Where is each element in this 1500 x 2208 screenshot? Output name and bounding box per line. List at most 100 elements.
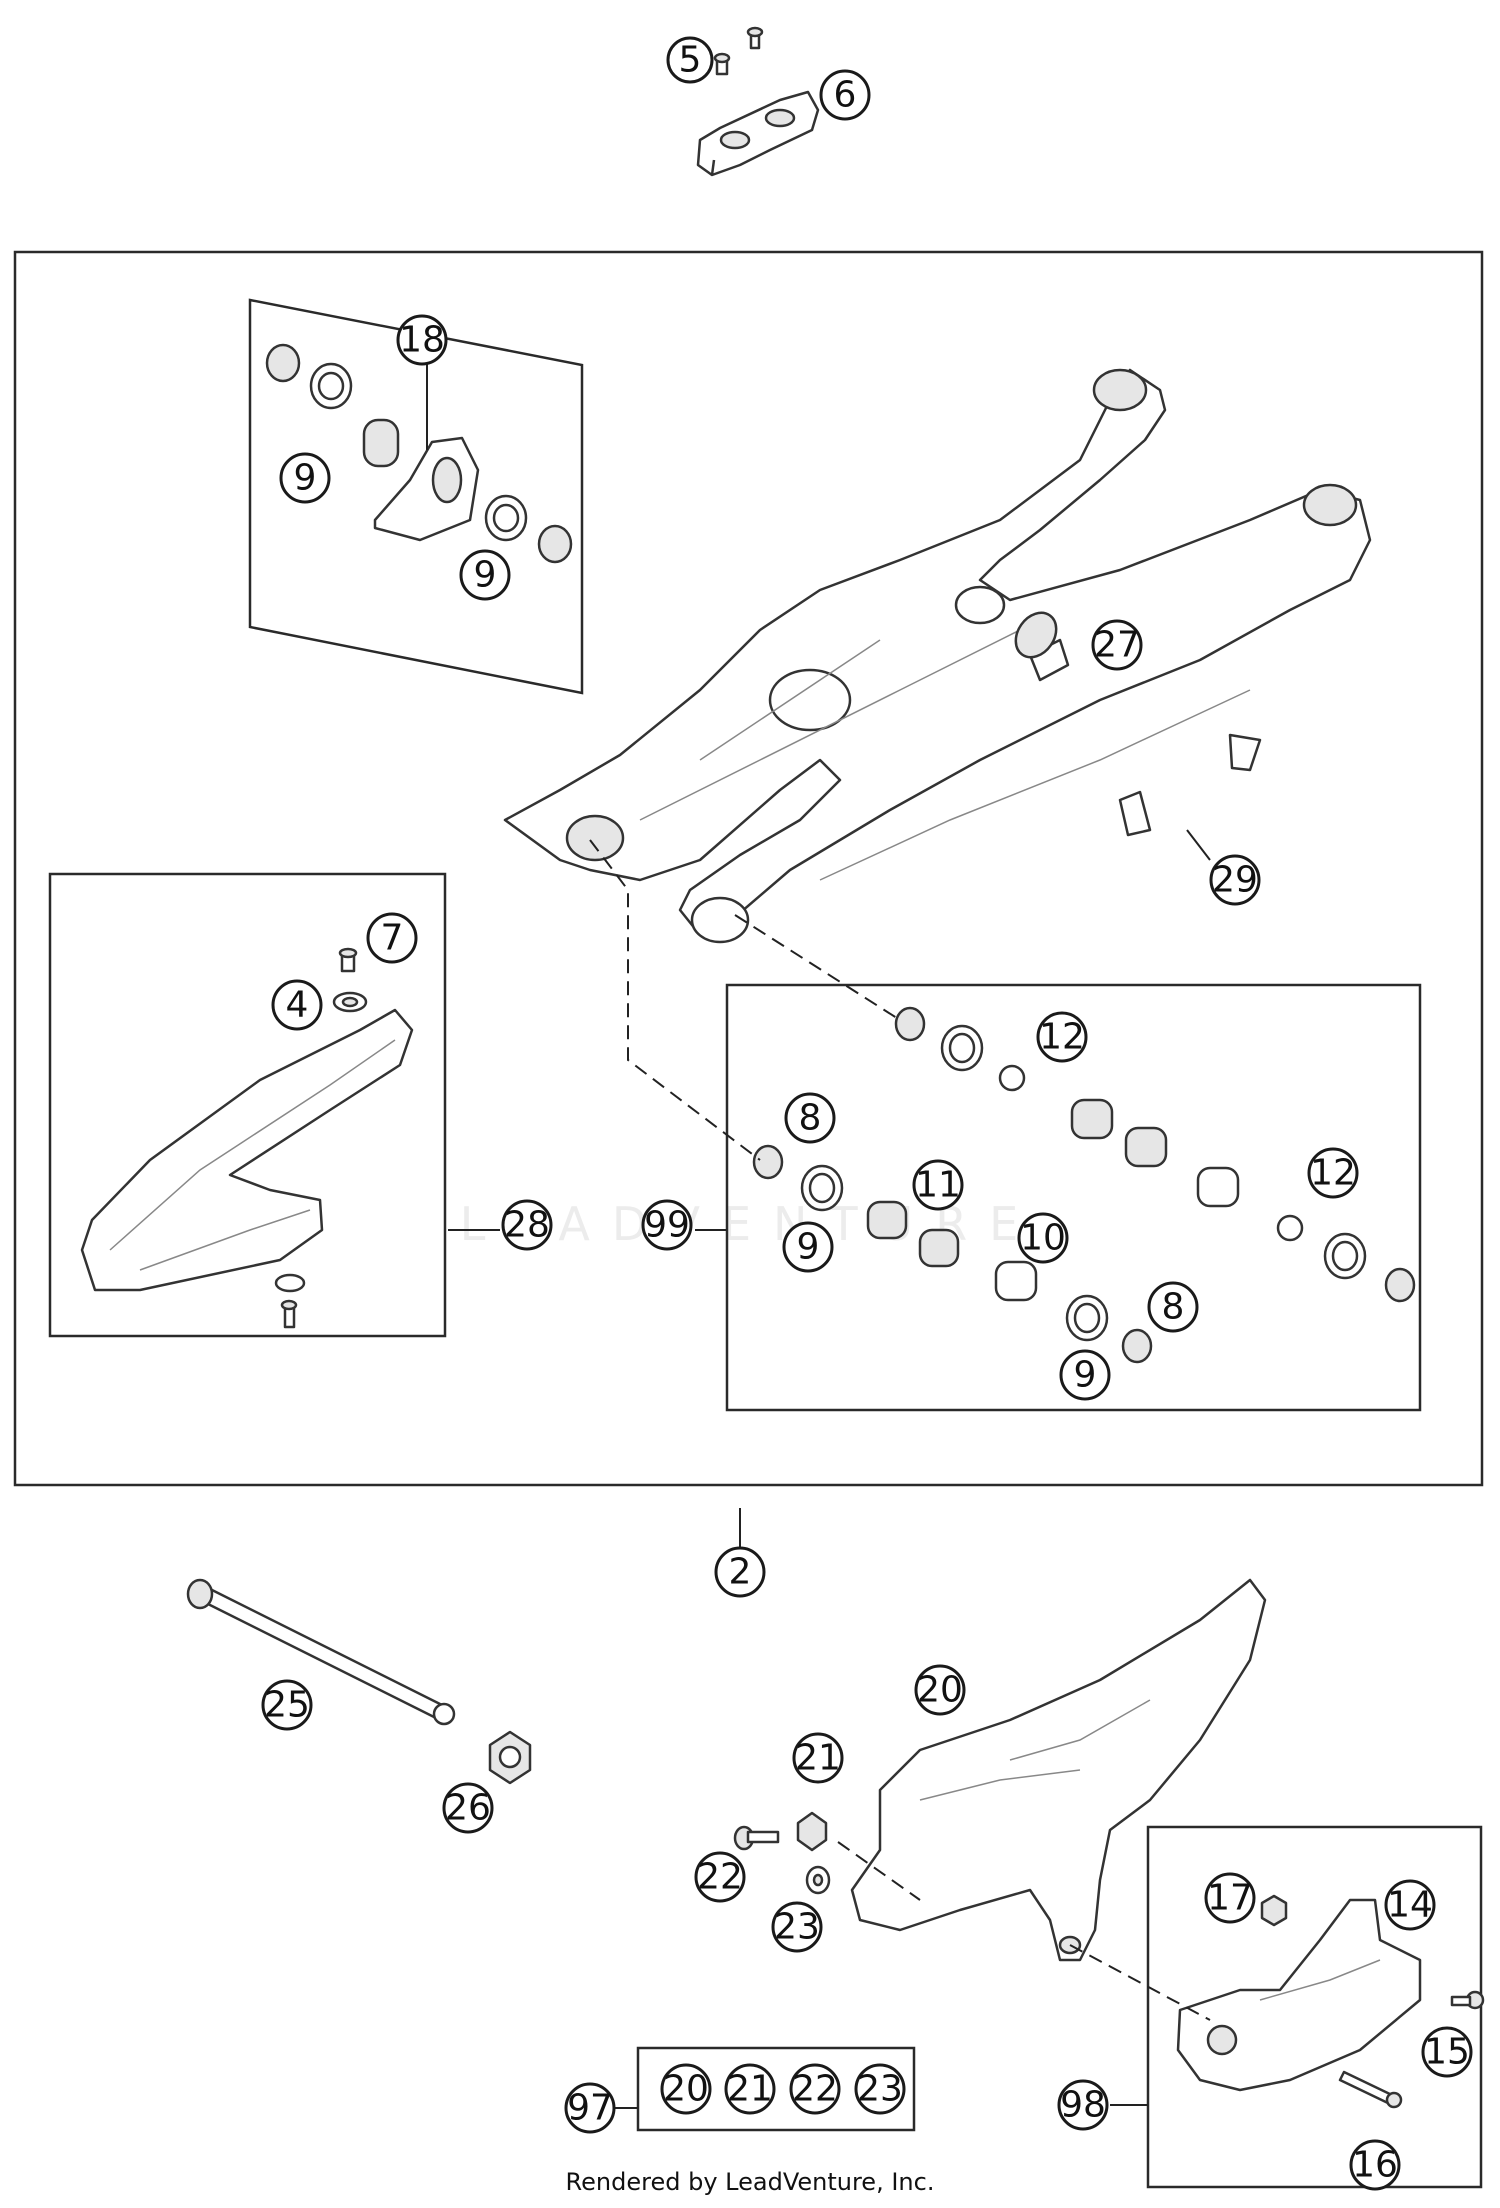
callout-10: 10 xyxy=(1017,1212,1069,1264)
callout-97-item-21: 21 xyxy=(724,2063,776,2115)
svg-text:97: 97 xyxy=(567,2088,613,2129)
svg-text:9: 9 xyxy=(294,458,317,499)
callout-17: 17 xyxy=(1204,1872,1256,1924)
screw-part-5a xyxy=(713,52,731,76)
svg-text:20: 20 xyxy=(917,1670,963,1711)
callout-25: 25 xyxy=(261,1679,313,1731)
svg-text:99: 99 xyxy=(644,1205,690,1246)
callout-98: 98 xyxy=(1057,2079,1109,2131)
callout-16: 16 xyxy=(1349,2139,1401,2191)
swingarm-assembly-box xyxy=(13,250,1484,1487)
callout-28: 28 xyxy=(501,1199,553,1251)
callout-12-top: 12 xyxy=(1036,1011,1088,1063)
callout-97: 97 xyxy=(564,2082,616,2134)
callout-99: 99 xyxy=(641,1199,693,1251)
screw-part-15 xyxy=(1450,1990,1485,2010)
callout-15: 15 xyxy=(1421,2026,1473,2078)
bearing-kit-99-parts xyxy=(752,1006,1416,1364)
callout-4: 4 xyxy=(271,979,323,1031)
credit-text: Rendered by LeadVenture, Inc. xyxy=(566,2168,935,2196)
callout-97-item-20: 20 xyxy=(660,2063,712,2115)
svg-text:11: 11 xyxy=(915,1165,961,1206)
svg-text:23: 23 xyxy=(857,2069,903,2110)
washer-screw-lower-part xyxy=(274,1273,306,1329)
chain-guide-part xyxy=(1176,1898,1422,2092)
bearing-kit-99-box xyxy=(725,983,1422,1412)
callout-5: 5 xyxy=(666,36,714,84)
washer-part-4 xyxy=(332,991,368,1013)
dashed-path-right-pivot xyxy=(734,914,901,1021)
chain-slider-part xyxy=(80,1008,414,1292)
callout-9-kit99-left: 9 xyxy=(782,1221,834,1273)
callout-29: 29 xyxy=(1209,854,1261,906)
nut-part-21 xyxy=(796,1811,828,1852)
nut-part-17 xyxy=(1260,1894,1288,1927)
svg-text:12: 12 xyxy=(1310,1153,1356,1194)
callout-11: 11 xyxy=(912,1159,964,1211)
callout-22: 22 xyxy=(694,1851,746,1903)
svg-text:10: 10 xyxy=(1020,1218,1066,1259)
svg-text:21: 21 xyxy=(727,2069,773,2110)
svg-text:28: 28 xyxy=(504,1205,550,1246)
svg-text:8: 8 xyxy=(799,1098,822,1139)
svg-text:8: 8 xyxy=(1162,1287,1185,1328)
chain-slider-28-box xyxy=(48,872,447,1338)
screw-part-22 xyxy=(733,1825,780,1851)
swingarm-axle-part xyxy=(186,1578,456,1726)
bearing-kit-18-box xyxy=(248,298,584,695)
dashed-path-left-pivot xyxy=(589,839,761,1161)
dashed-path-guide xyxy=(1069,1944,1211,2021)
svg-text:15: 15 xyxy=(1424,2032,1470,2073)
chain-guard-part xyxy=(850,1578,1267,1962)
chain-guard-bracket-part xyxy=(696,90,820,177)
svg-text:23: 23 xyxy=(774,1907,820,1948)
callout-2: 2 xyxy=(714,1546,766,1598)
svg-text:25: 25 xyxy=(264,1685,310,1726)
kit-97-box xyxy=(636,2046,916,2132)
callout-18: 18 xyxy=(396,314,448,366)
callout-26: 26 xyxy=(442,1782,494,1834)
callout-14: 14 xyxy=(1384,1879,1436,1931)
svg-text:12: 12 xyxy=(1039,1017,1085,1058)
screw-part-5b xyxy=(746,26,764,50)
bearing-kit-18-parts xyxy=(265,343,573,564)
dashed-path-screw-22 xyxy=(837,1841,921,1901)
callout-9-kit18-right: 9 xyxy=(459,549,511,601)
svg-text:98: 98 xyxy=(1060,2085,1106,2126)
callout-20: 20 xyxy=(914,1664,966,1716)
callout-97-item-23: 23 xyxy=(854,2063,906,2115)
svg-text:21: 21 xyxy=(795,1738,841,1779)
svg-text:26: 26 xyxy=(445,1788,491,1829)
svg-text:9: 9 xyxy=(474,555,497,596)
svg-text:20: 20 xyxy=(663,2069,709,2110)
svg-text:18: 18 xyxy=(399,320,445,361)
callout-8-top: 8 xyxy=(784,1092,836,1144)
screw-part-16 xyxy=(1338,2070,1403,2109)
callout-21: 21 xyxy=(792,1732,844,1784)
axle-nut-part xyxy=(488,1730,532,1785)
svg-text:16: 16 xyxy=(1352,2145,1398,2186)
svg-text:5: 5 xyxy=(679,40,702,81)
svg-text:9: 9 xyxy=(797,1227,820,1268)
callout-27: 27 xyxy=(1091,619,1143,671)
callout-9-kit18-left: 9 xyxy=(279,452,331,504)
svg-text:7: 7 xyxy=(381,918,404,959)
svg-text:29: 29 xyxy=(1212,860,1258,901)
svg-text:4: 4 xyxy=(286,985,309,1026)
chain-slider-pad-27-part xyxy=(1014,611,1058,659)
callout-7: 7 xyxy=(366,912,418,964)
svg-text:22: 22 xyxy=(792,2069,838,2110)
swingarm-part xyxy=(503,368,1372,944)
callout-23: 23 xyxy=(771,1901,823,1953)
svg-text:14: 14 xyxy=(1387,1885,1433,1926)
leader-29 xyxy=(1186,829,1211,861)
screw-part-7 xyxy=(338,947,358,973)
washer-part-23 xyxy=(805,1865,831,1895)
svg-text:22: 22 xyxy=(697,1857,743,1898)
svg-text:27: 27 xyxy=(1094,625,1140,666)
svg-text:2: 2 xyxy=(729,1552,752,1593)
callout-97-item-22: 22 xyxy=(789,2063,841,2115)
callout-6: 6 xyxy=(819,69,871,121)
callout-8-bottom: 8 xyxy=(1147,1281,1199,1333)
callout-12-right: 12 xyxy=(1307,1147,1359,1199)
